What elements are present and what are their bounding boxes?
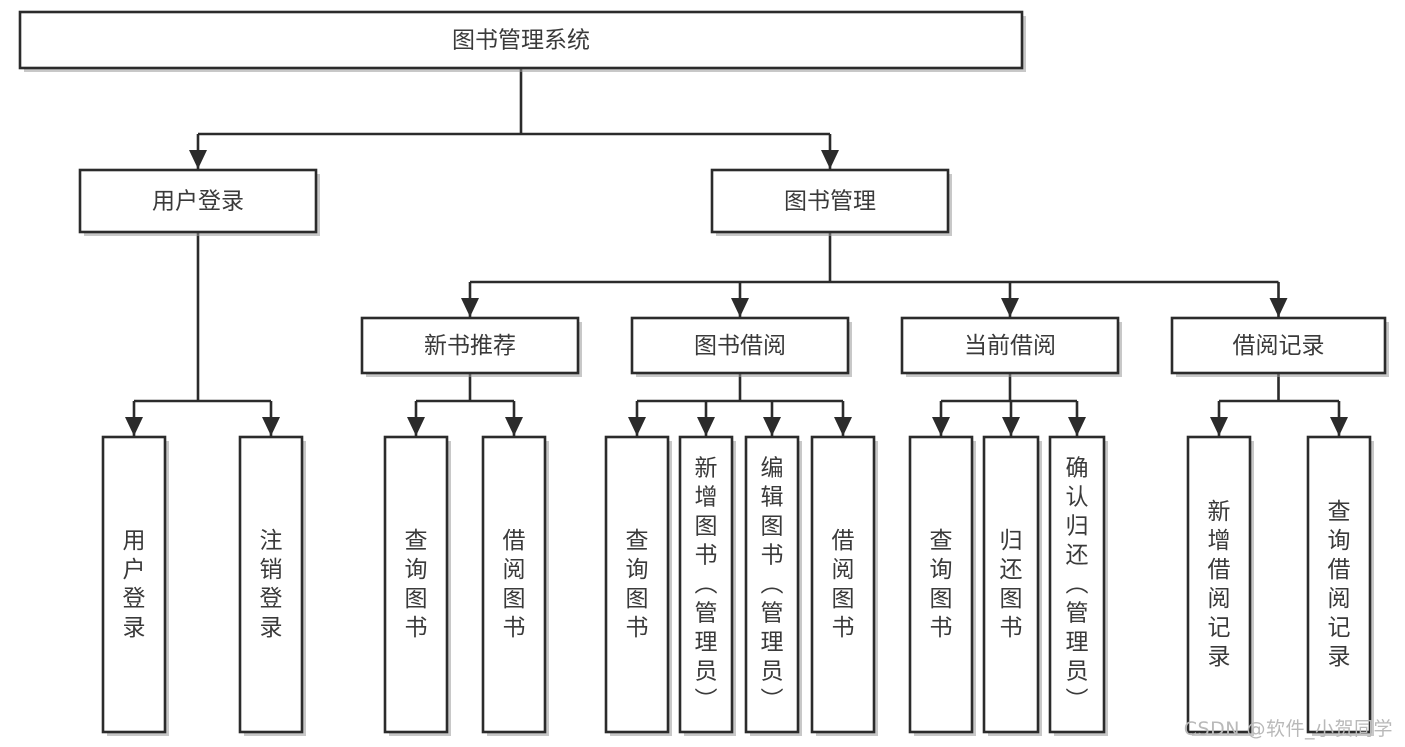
arrow-head-icon: [1269, 298, 1288, 317]
arrow-head-icon: [932, 417, 950, 436]
node-label: 借阅图书: [503, 528, 526, 641]
arrow-head-icon: [189, 150, 207, 169]
node-label: 借阅图书: [832, 528, 855, 641]
node-label: 确认归还︵管理员︶: [1066, 455, 1089, 713]
node-label: 编辑图书︵管理员︶: [761, 455, 784, 713]
leaf-node[interactable]: 新增借阅记录: [1186, 435, 1254, 736]
leaf-node[interactable]: 查询图书: [383, 435, 451, 736]
leaf-node[interactable]: 确认归还︵管理员︶: [1048, 435, 1108, 736]
arrow-head-icon: [125, 417, 143, 436]
edge-group: [125, 232, 280, 436]
arrow-head-icon: [731, 298, 749, 317]
node-label: 图书管理系统: [452, 28, 590, 54]
node-box[interactable]: [383, 435, 449, 734]
arrow-head-icon: [262, 417, 280, 436]
root-node[interactable]: 图书管理系统: [18, 10, 1026, 72]
edge-group: [407, 373, 523, 436]
node-box[interactable]: [982, 435, 1040, 734]
edge-group: [1210, 373, 1348, 436]
node-box[interactable]: [908, 435, 974, 734]
module-node[interactable]: 图书管理: [710, 168, 952, 236]
leaf-node[interactable]: 查询图书: [604, 435, 672, 736]
node-label: 用户登录: [123, 528, 146, 641]
node-label: 图书管理: [784, 189, 876, 215]
node-box[interactable]: [744, 435, 800, 734]
arrow-head-icon: [1068, 417, 1086, 436]
node-box[interactable]: [1186, 435, 1252, 734]
leaf-node[interactable]: 借阅图书: [481, 435, 549, 736]
module-node[interactable]: 用户登录: [78, 168, 320, 236]
node-label: 查询图书: [626, 528, 649, 641]
node-box[interactable]: [1048, 435, 1106, 734]
leaf-node[interactable]: 新增图书︵管理员︶: [678, 435, 736, 736]
node-label: 新书推荐: [424, 333, 516, 359]
edge-group: [628, 373, 852, 436]
node-box[interactable]: [710, 168, 950, 234]
node-label: 查询借阅记录: [1328, 499, 1351, 670]
submodule-node[interactable]: 图书借阅: [630, 316, 852, 377]
node-box[interactable]: [604, 435, 670, 734]
arrow-head-icon: [1002, 417, 1020, 436]
node-layer: 图书管理系统用户登录图书管理新书推荐图书借阅当前借阅借阅记录用户登录注销登录查询…: [18, 10, 1389, 736]
node-box[interactable]: [78, 168, 318, 234]
leaf-node[interactable]: 注销登录: [238, 435, 306, 736]
node-label: 查询图书: [930, 528, 953, 641]
node-box[interactable]: [678, 435, 734, 734]
node-label: 当前借阅: [964, 333, 1056, 359]
node-label: 新增借阅记录: [1208, 499, 1231, 670]
watermark-text: CSDN @软件_小贺同学: [1183, 718, 1393, 740]
node-box[interactable]: [1306, 435, 1372, 734]
arrow-head-icon: [697, 417, 715, 436]
node-label: 图书借阅: [694, 333, 786, 359]
arrow-head-icon: [407, 417, 425, 436]
leaf-node[interactable]: 借阅图书: [810, 435, 878, 736]
arrow-head-icon: [1001, 298, 1019, 317]
node-label: 注销登录: [260, 528, 283, 641]
node-label: 查询图书: [405, 528, 428, 641]
node-box[interactable]: [481, 435, 547, 734]
arrow-head-icon: [834, 417, 852, 436]
edge-group: [189, 68, 839, 169]
node-box[interactable]: [1170, 316, 1387, 375]
arrow-head-icon: [461, 298, 479, 317]
submodule-node[interactable]: 当前借阅: [900, 316, 1122, 377]
leaf-node[interactable]: 编辑图书︵管理员︶: [744, 435, 802, 736]
edge-group: [932, 373, 1086, 436]
node-box[interactable]: [630, 316, 850, 375]
node-box[interactable]: [900, 316, 1120, 375]
submodule-node[interactable]: 新书推荐: [360, 316, 582, 377]
leaf-node[interactable]: 查询图书: [908, 435, 976, 736]
arrow-head-icon: [505, 417, 523, 436]
arrow-head-icon: [821, 150, 839, 169]
arrow-head-icon: [1330, 417, 1348, 436]
arrow-head-icon: [763, 417, 781, 436]
leaf-node[interactable]: 用户登录: [101, 435, 169, 736]
node-box[interactable]: [101, 435, 167, 734]
node-label: 归还图书: [1000, 528, 1023, 641]
node-box[interactable]: [238, 435, 304, 734]
node-box[interactable]: [18, 10, 1024, 70]
node-box[interactable]: [360, 316, 580, 375]
arrow-head-icon: [628, 417, 646, 436]
node-label: 用户登录: [152, 189, 244, 215]
node-box[interactable]: [810, 435, 876, 734]
node-label: 新增图书︵管理员︶: [695, 455, 718, 713]
leaf-node[interactable]: 查询借阅记录: [1306, 435, 1374, 736]
edge-group: [461, 232, 1288, 317]
arrow-head-icon: [1210, 417, 1228, 436]
connector-layer: [125, 68, 1348, 436]
submodule-node[interactable]: 借阅记录: [1170, 316, 1389, 377]
leaf-node[interactable]: 归还图书: [982, 435, 1042, 736]
node-label: 借阅记录: [1233, 333, 1325, 359]
